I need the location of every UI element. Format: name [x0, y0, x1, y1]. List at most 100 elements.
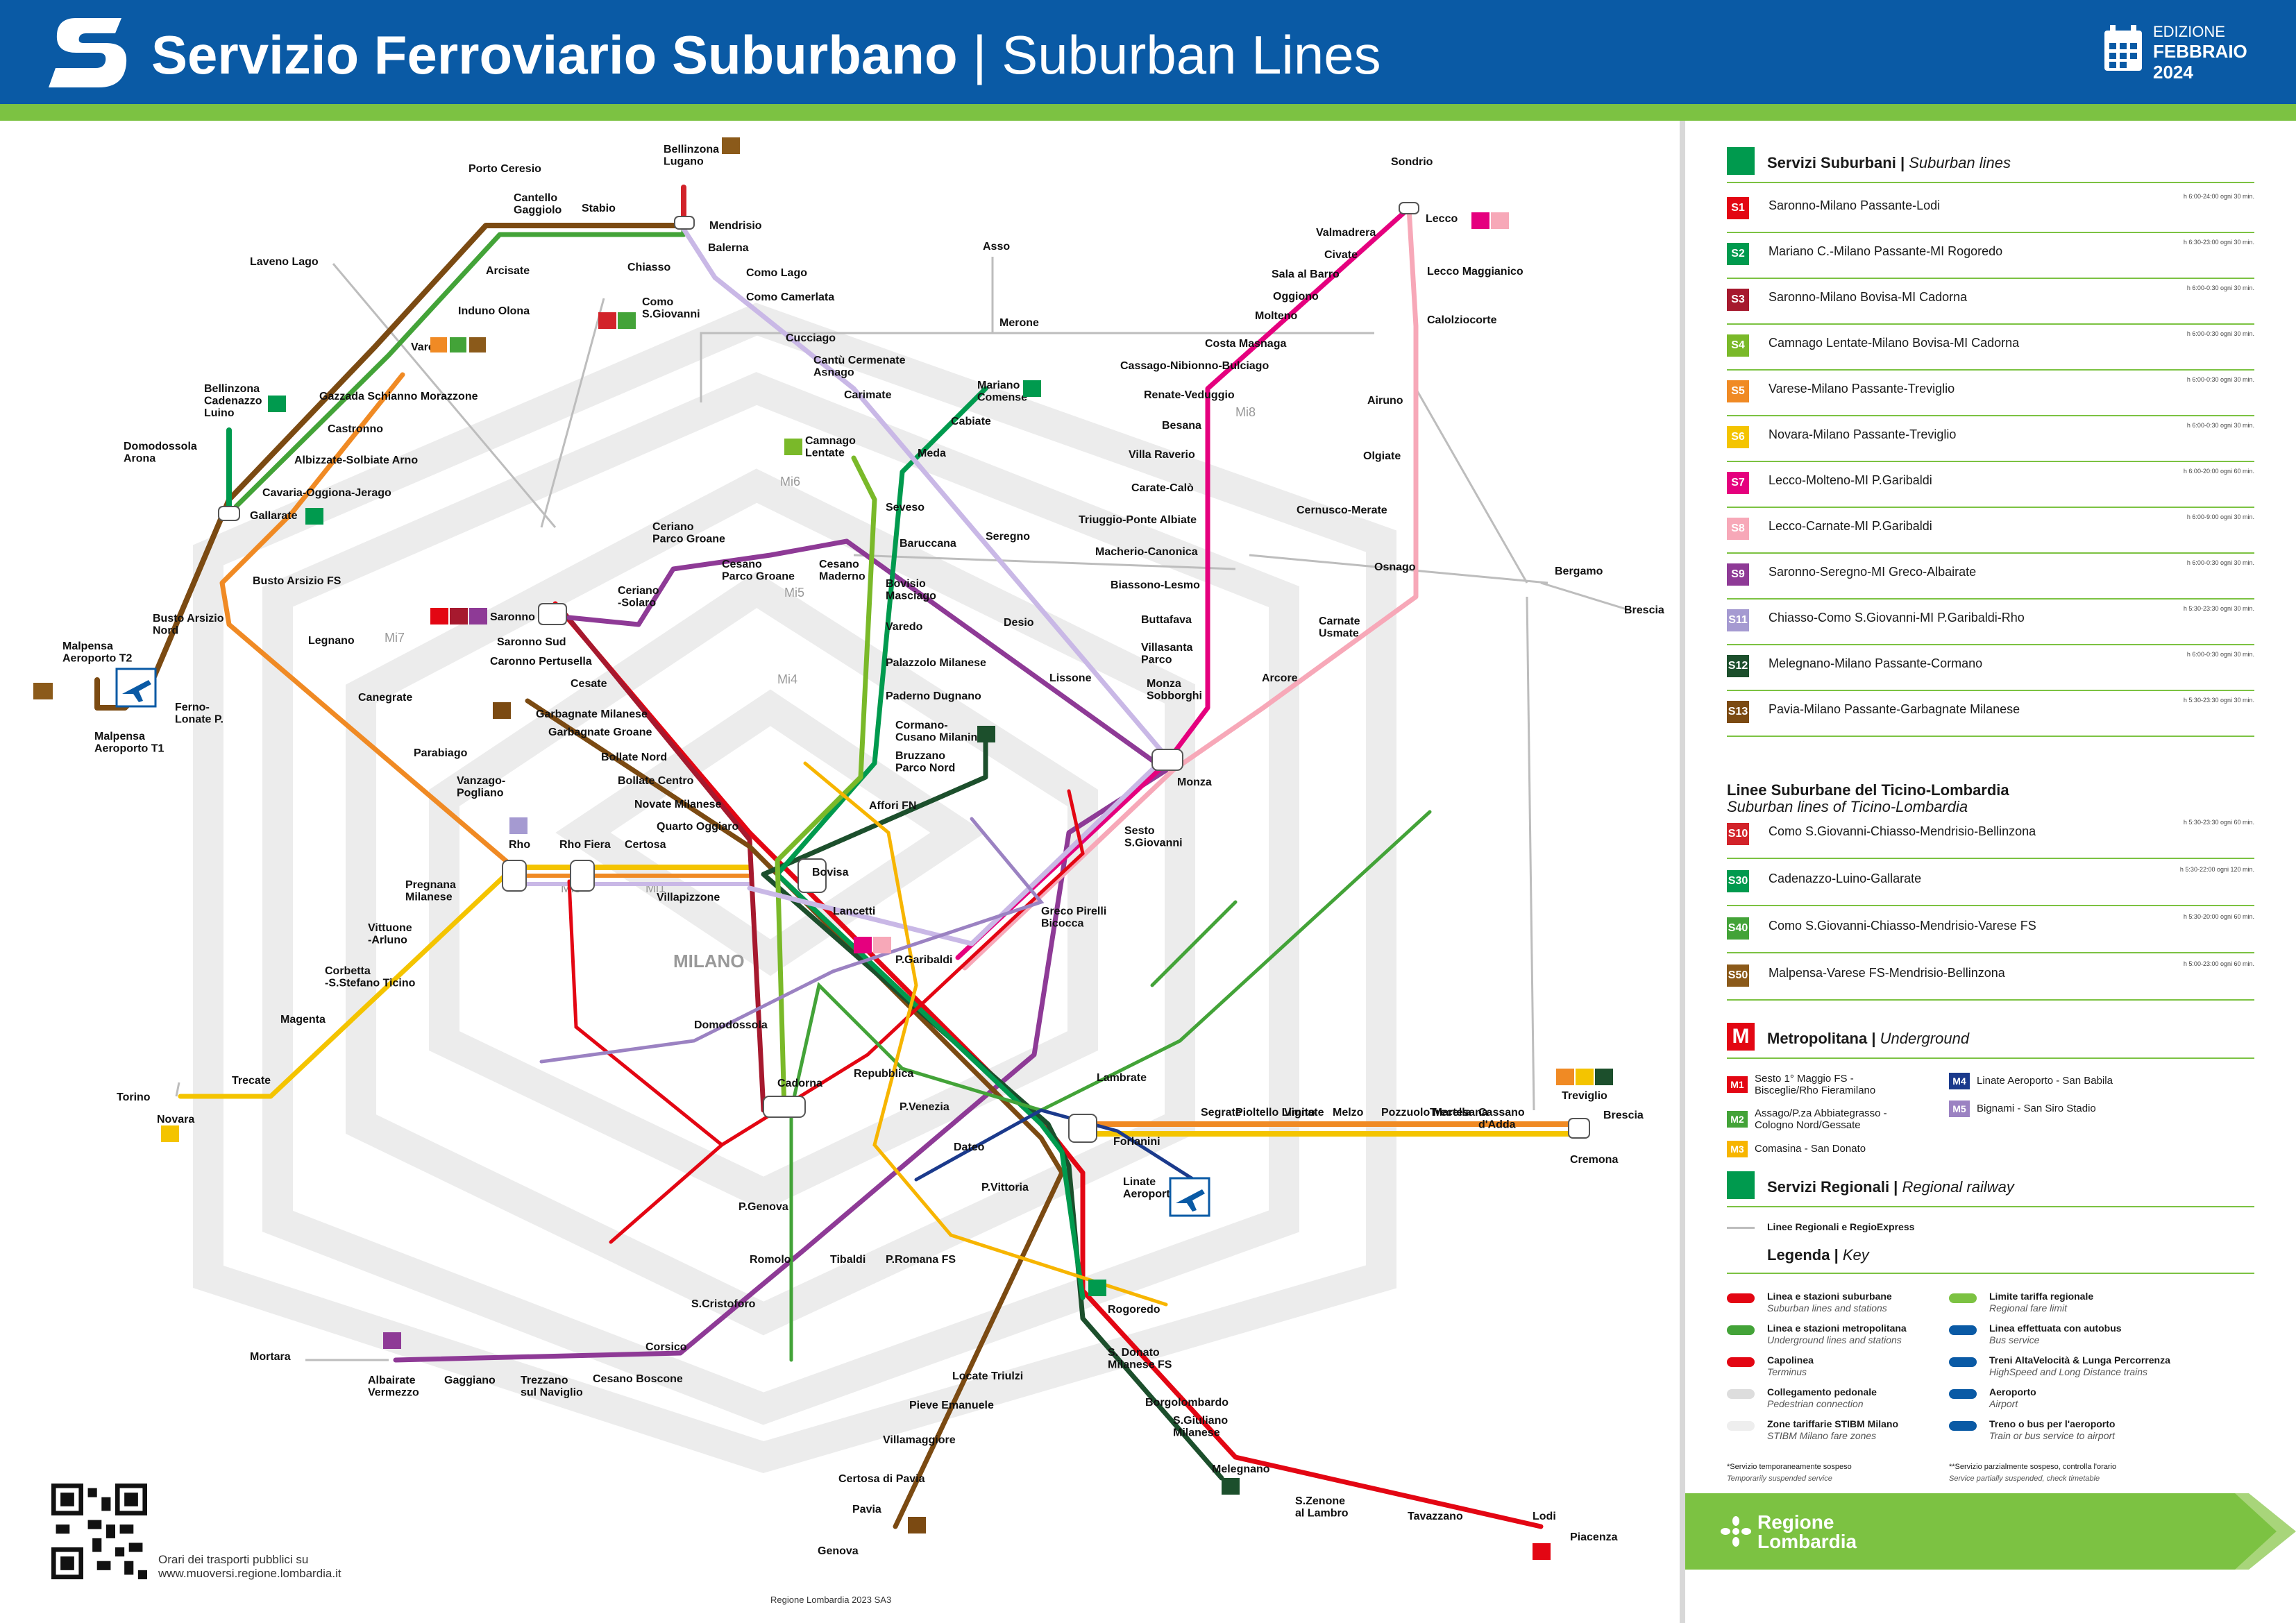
line-badge: S3: [1727, 289, 1749, 311]
station-como-lago: Como Lago: [746, 267, 807, 279]
line-s11-north: [681, 226, 856, 391]
station-chiasso: Chiasso: [627, 262, 670, 273]
legend-key-swatch-icon: [1949, 1293, 1977, 1303]
line-s12: [761, 726, 1224, 1481]
suburbano-s-logo-icon: [49, 18, 127, 87]
network-map[interactable]: Mi1 Mi3 Mi4 Mi5 Mi6 Mi7 Mi8 MILANO: [0, 121, 1680, 1623]
station-saronno: Saronno: [490, 611, 535, 623]
station-marker-cadorna: [763, 1096, 806, 1118]
station-romolo: Romolo: [750, 1254, 791, 1266]
station-cavaria: Cavaria-Oggiona-Jerago: [262, 487, 391, 499]
station-magenta: Magenta: [280, 1014, 326, 1026]
station-palazzolo: Palazzolo Milanese: [886, 657, 986, 669]
station-renate: Renate-Veduggio: [1144, 389, 1235, 401]
line-badge: S13: [1727, 701, 1749, 723]
station-cernusco: Cernusco-Merate: [1297, 504, 1387, 516]
station-cesate: Cesate: [571, 678, 607, 690]
line-route-label: Varese-Milano Passante-Treviglio: [1769, 382, 1955, 396]
line-badge: S1: [1727, 197, 1749, 219]
station-novate: Novate Milanese: [634, 799, 721, 810]
station-trecella: Trecella: [1430, 1107, 1471, 1119]
station-paderno: Paderno Dugnano: [886, 690, 981, 702]
qr-code-icon[interactable]: [51, 1484, 147, 1579]
line-s11: [747, 386, 1169, 946]
legend-key-swatch-icon: [1727, 1357, 1755, 1367]
line-frequency: h 6:00-20:00 ogni 60 min.: [2183, 468, 2254, 475]
station-lecco-maggianico: Lecco Maggianico: [1427, 266, 1523, 278]
station-asso: Asso: [983, 241, 1010, 253]
line-s4: [775, 455, 877, 1113]
line-badge: S30: [1727, 870, 1749, 892]
station-lissone: Lissone: [1049, 672, 1092, 684]
station-villapizzone: Villapizzone: [657, 892, 720, 903]
line-route-label: Cadenazzo-Luino-Gallarate: [1769, 872, 1922, 885]
line-frequency: h 6:30-23:00 ogni 30 min.: [2183, 239, 2254, 246]
station-piacenza: Piacenza: [1570, 1531, 1618, 1543]
station-osnago: Osnago: [1374, 561, 1416, 573]
line-s3: [559, 608, 766, 1113]
edition-year: 2024: [2153, 62, 2193, 83]
legend-key-swatch-icon: [1727, 1389, 1755, 1399]
station-genova: Genova: [818, 1545, 859, 1557]
station-forlanini: Forlanini: [1113, 1136, 1160, 1148]
regional-line-swatch: [1727, 1227, 1755, 1229]
station-p-vittoria: P.Vittoria: [981, 1182, 1029, 1193]
region-band-arrow: [2207, 1493, 2296, 1570]
line-s5: [219, 372, 516, 870]
station-villa-raverio: Villa Raverio: [1129, 449, 1195, 461]
station-lancetti: Lancetti: [833, 906, 875, 917]
station-markers[interactable]: [218, 202, 1590, 1143]
station-domodossola-mi: Domodossola: [694, 1019, 768, 1031]
station-meda: Meda: [918, 448, 946, 459]
station-locate: Locate Triulzi: [952, 1370, 1023, 1382]
station-civate: Civate: [1324, 249, 1358, 261]
header-bar: Servizio Ferroviario Suburbano | Suburba…: [0, 0, 2296, 104]
station-cassago: Cassago-Nibionno-Bulciago: [1120, 360, 1269, 372]
line-badge: S7: [1727, 472, 1749, 494]
station-desio: Desio: [1004, 617, 1034, 629]
line-s8: [962, 205, 1419, 971]
station-marker-bovisa: [797, 858, 827, 893]
copyright: Regione Lombardia 2023 SA3: [770, 1595, 892, 1605]
suburban-logo-icon: [1727, 147, 1755, 175]
station-cremona: Cremona: [1570, 1154, 1618, 1166]
line-route-label: Como S.Giovanni-Chiasso-Mendrisio-Bellin…: [1769, 824, 2036, 838]
muoversi-link[interactable]: www.muoversi.regione.lombardia.it: [158, 1567, 341, 1580]
station-calolziocorte: Calolziocorte: [1427, 314, 1497, 326]
line-frequency: h 6:00-24:00 ogni 30 min.: [2183, 193, 2254, 200]
line-frequency: h 5:00-23:00 ogni 60 min.: [2183, 960, 2254, 967]
station-costa: Costa Masnaga: [1205, 338, 1286, 350]
station-certosa-pavia: Certosa di Pavia: [838, 1473, 925, 1485]
station-repubblica: Repubblica: [854, 1068, 913, 1080]
station-brescia-north: Brescia: [1624, 604, 1664, 616]
line-route-label: Chiasso-Como S.Giovanni-MI P.Garibaldi-R…: [1769, 611, 2025, 624]
